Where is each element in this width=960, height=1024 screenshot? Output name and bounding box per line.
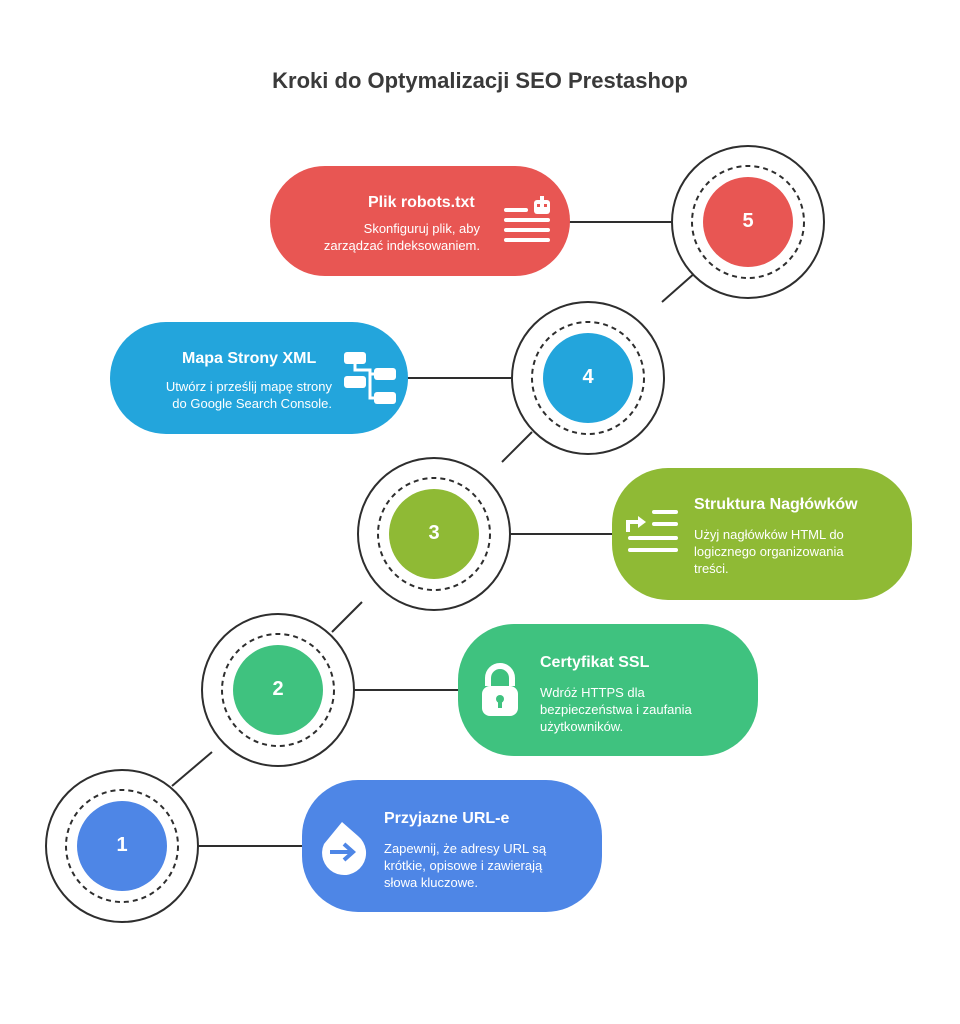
step-circle-2 bbox=[201, 613, 355, 767]
step-title-3: Struktura Nagłówków bbox=[694, 496, 858, 513]
step-card-2: Certyfikat SSL Wdróż HTTPS dla bezpiecze… bbox=[458, 624, 758, 756]
step-desc-5: Skonfiguruj plik, aby zarządzać indeksow… bbox=[323, 221, 480, 253]
step-desc-2: Wdróż HTTPS dla bezpieczeństwa i zaufani… bbox=[540, 685, 692, 734]
step-circle-5 bbox=[671, 145, 825, 299]
step-title-2: Certyfikat SSL bbox=[540, 654, 650, 671]
step-title-4: Mapa Strony XML bbox=[182, 350, 317, 367]
step-card-4: Mapa Strony XML Utwórz i prześlij mapę s… bbox=[110, 322, 408, 434]
padlock-icon bbox=[482, 663, 518, 716]
step-number-5: 5 bbox=[742, 210, 754, 232]
sitemap-icon bbox=[344, 352, 396, 404]
robot-file-icon bbox=[504, 196, 550, 242]
arrow-right-circle-icon bbox=[322, 822, 367, 876]
step-circle-3 bbox=[357, 457, 511, 611]
step-circle-1 bbox=[45, 769, 199, 923]
step-desc-3: Użyj nagłówków HTML do logicznego organi… bbox=[694, 527, 844, 576]
headings-list-icon bbox=[626, 510, 678, 552]
step-number-2: 2 bbox=[272, 678, 284, 700]
connector-2-3 bbox=[331, 601, 363, 633]
step-card-3: Struktura Nagłówków Użyj nagłówków HTML … bbox=[612, 468, 912, 600]
step-circle-4 bbox=[511, 301, 665, 455]
step-title-5: Plik robots.txt bbox=[368, 194, 475, 211]
connector-3-4 bbox=[501, 431, 533, 463]
step-card-5: Plik robots.txt Skonfiguruj plik, aby za… bbox=[270, 166, 570, 276]
step-desc-4: Utwórz i prześlij mapę strony do Google … bbox=[165, 379, 332, 411]
step-number-4: 4 bbox=[582, 366, 594, 388]
step-desc-1: Zapewnij, że adresy URL są krótkie, opis… bbox=[384, 841, 547, 890]
step-title-1: Przyjazne URL-e bbox=[384, 810, 510, 827]
step-card-1: Przyjazne URL-e Zapewnij, że adresy URL … bbox=[302, 780, 602, 912]
diagram-title: Kroki do Optymalizacji SEO Prestashop bbox=[272, 68, 688, 93]
step-number-3: 3 bbox=[428, 522, 440, 544]
connector-4-5 bbox=[661, 271, 697, 303]
step-number-1: 1 bbox=[116, 834, 128, 856]
connector-1-2 bbox=[171, 751, 213, 787]
